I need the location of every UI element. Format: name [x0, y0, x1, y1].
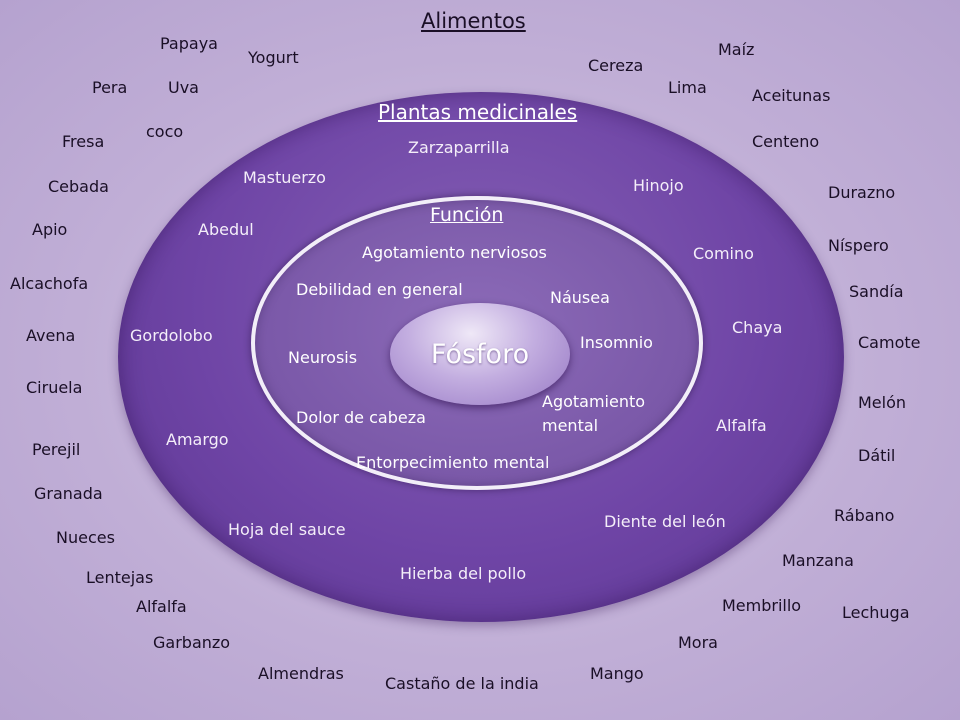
- plant-item: Mastuerzo: [243, 168, 326, 187]
- food-item: Lima: [668, 78, 707, 97]
- food-item: Lentejas: [86, 568, 154, 587]
- functions-header: Función: [430, 204, 504, 226]
- food-item: Alcachofa: [10, 274, 89, 293]
- food-item: Centeno: [752, 132, 820, 151]
- plant-item: Hierba del pollo: [400, 564, 527, 583]
- plant-item: Hinojo: [633, 176, 684, 195]
- food-item: Mango: [590, 664, 644, 683]
- food-item: Alfalfa: [136, 597, 187, 616]
- foods-header: Alimentos: [421, 9, 526, 33]
- food-item: Nueces: [56, 528, 115, 547]
- function-item: Agotamiento mental: [542, 392, 646, 435]
- function-item: Neurosis: [288, 348, 358, 367]
- plant-item: Chaya: [732, 318, 783, 337]
- plant-item: Alfalfa: [716, 416, 767, 435]
- food-item: Granada: [34, 484, 103, 503]
- center-node: Fósforo: [390, 303, 570, 405]
- food-item: Membrillo: [722, 596, 802, 615]
- food-item: Sandía: [849, 282, 904, 301]
- food-item: Yogurt: [248, 48, 299, 67]
- function-item: Insomnio: [580, 333, 653, 352]
- food-item: Manzana: [782, 551, 854, 570]
- plant-item: Comino: [693, 244, 754, 263]
- center-label: Fósforo: [430, 338, 530, 370]
- food-item: Papaya: [160, 34, 218, 53]
- food-item: coco: [146, 122, 184, 141]
- food-item: Ciruela: [26, 378, 83, 397]
- food-item: Mora: [678, 633, 718, 652]
- food-item: Dátil: [858, 446, 896, 465]
- plant-item: Zarzaparrilla: [408, 138, 510, 157]
- food-item: Cebada: [48, 177, 109, 196]
- food-item: Maíz: [718, 40, 755, 59]
- food-item: Camote: [858, 333, 921, 352]
- food-item: Uva: [168, 78, 199, 97]
- function-item: Entorpecimiento mental: [356, 453, 550, 472]
- function-item: Dolor de cabeza: [296, 408, 426, 427]
- food-item: Cereza: [588, 56, 644, 75]
- plants-header: Plantas medicinales: [378, 100, 578, 124]
- food-item: Garbanzo: [153, 633, 231, 652]
- plant-item: Hoja del sauce: [228, 520, 346, 539]
- food-item: Aceitunas: [752, 86, 831, 105]
- function-item: Náusea: [550, 288, 610, 307]
- food-item: Fresa: [62, 132, 105, 151]
- food-item: Almendras: [258, 664, 344, 683]
- food-item: Durazno: [828, 183, 896, 202]
- food-item: Rábano: [834, 506, 895, 525]
- plant-item: Diente del león: [604, 512, 726, 531]
- food-item: Avena: [26, 326, 76, 345]
- function-item: Agotamiento nerviosos: [362, 243, 547, 262]
- food-item: Melón: [858, 393, 907, 412]
- food-item: Pera: [92, 78, 128, 97]
- food-item: Castaño de la india: [385, 674, 539, 693]
- plant-item: Amargo: [166, 430, 229, 449]
- food-item: Lechuga: [842, 603, 910, 622]
- function-item: Debilidad en general: [296, 280, 463, 299]
- food-item: Níspero: [828, 236, 889, 255]
- plant-item: Gordolobo: [130, 326, 213, 345]
- food-item: Perejil: [32, 440, 81, 459]
- food-item: Apio: [32, 220, 68, 239]
- plant-item: Abedul: [198, 220, 254, 239]
